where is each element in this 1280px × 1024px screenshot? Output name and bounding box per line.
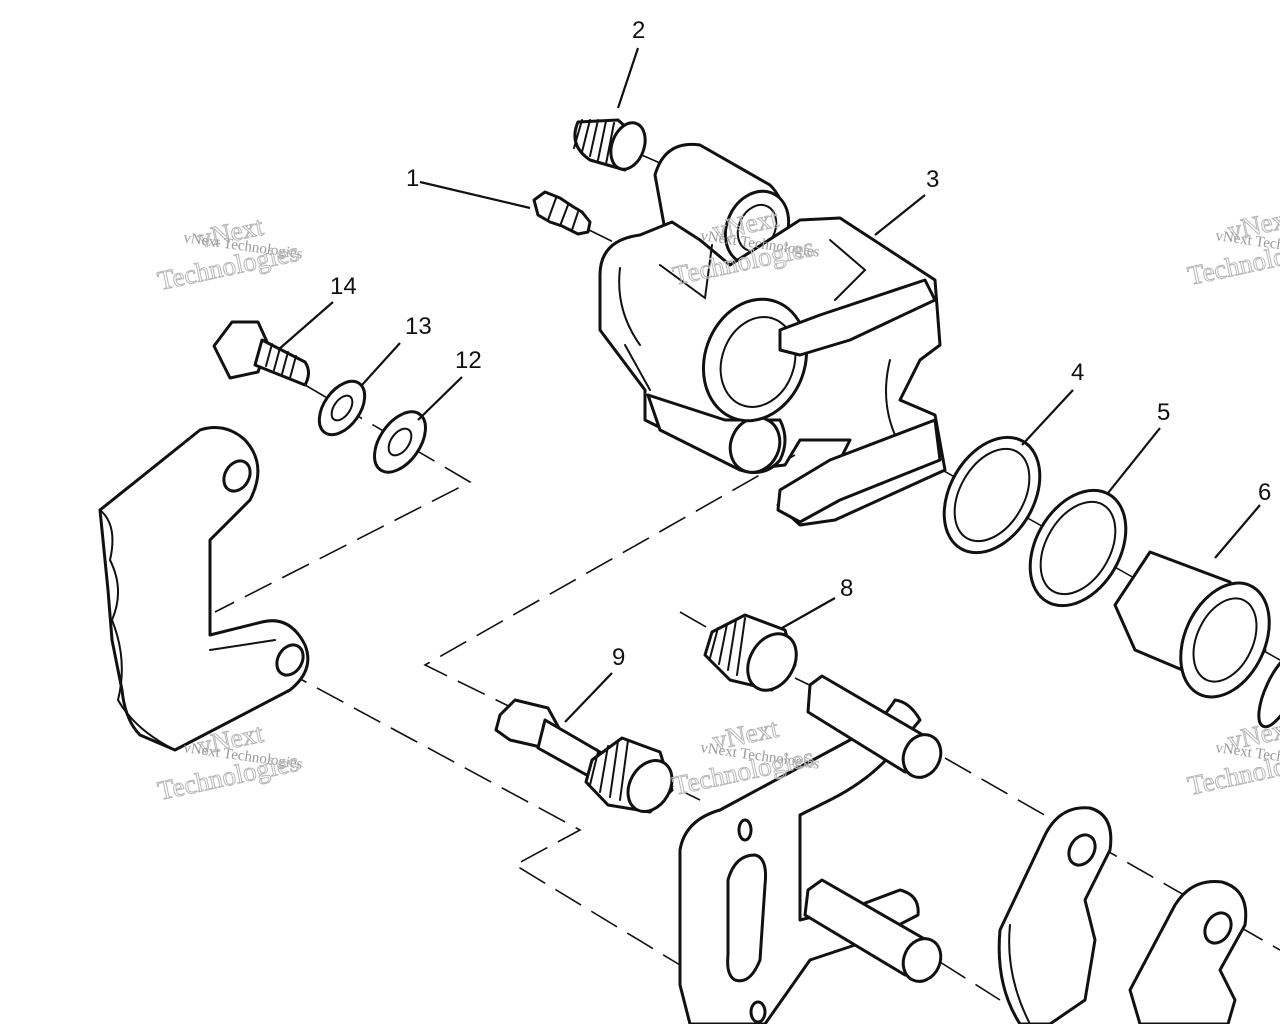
callout-14: 14 xyxy=(330,273,357,300)
callout-13: 13 xyxy=(405,313,432,340)
support-bracket xyxy=(678,674,943,1024)
part-2-plug xyxy=(573,118,647,172)
watermark-bottom-right: vNext vNext Technologies Technologies xyxy=(1185,712,1280,801)
part-3-caliper-body xyxy=(598,142,947,527)
leader-lines xyxy=(277,47,1261,723)
callout-12: 12 xyxy=(455,347,482,374)
callout-3: 3 xyxy=(926,166,939,193)
callout-8: 8 xyxy=(840,575,853,602)
part-12-washer xyxy=(373,410,427,474)
callout-1: 1 xyxy=(406,165,419,192)
callout-9: 9 xyxy=(612,644,625,671)
callout-2: 2 xyxy=(632,17,645,44)
part-14-bolt xyxy=(212,320,310,387)
part-13-lock-washer xyxy=(317,379,367,437)
part-9-guide-pin xyxy=(494,698,674,814)
part-4-seal xyxy=(942,435,1042,555)
part-6-piston xyxy=(1113,550,1280,729)
callout-6: 6 xyxy=(1258,479,1271,506)
callout-4: 4 xyxy=(1071,359,1084,386)
callout-5: 5 xyxy=(1157,399,1170,426)
callout-numbers: 1 2 3 4 5 6 8 9 12 13 14 xyxy=(330,17,1271,671)
part-5-dust-seal xyxy=(1028,488,1128,608)
caliper-mount-arm xyxy=(98,426,310,752)
part-1-bleeder-nipple xyxy=(532,190,592,236)
watermark-top-left: vNext vNext Technologies Technologies xyxy=(155,210,304,296)
brake-pads xyxy=(997,806,1248,1024)
watermark-top-right: vNext vNext Technologies Technologies xyxy=(1185,202,1280,291)
part-8-boot xyxy=(703,613,798,692)
